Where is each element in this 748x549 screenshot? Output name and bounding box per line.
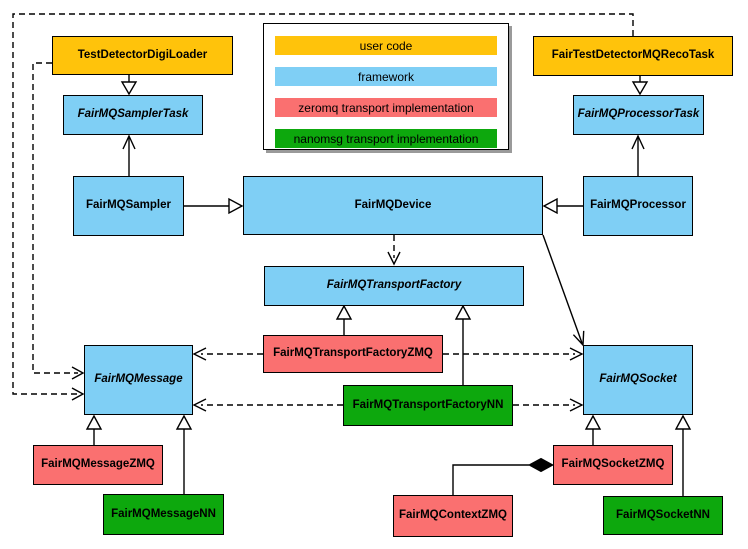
edge-device-transportfactory-dependency: [387, 235, 401, 266]
node-fairmqtransportfactoryzmq: FairMQTransportFactoryZMQ: [263, 335, 443, 373]
node-fairmqmessage: FairMQMessage: [84, 345, 193, 415]
edge-factorynn-socket-dependency: [513, 398, 584, 412]
node-fairmqsocketnn: FairMQSocketNN: [603, 496, 723, 535]
node-fairtestdetectormqrecotask: FairTestDetectorMQRecoTask: [533, 36, 733, 76]
node-fairmqsocket: FairMQSocket: [583, 345, 693, 415]
edge-digiloader-message-dependency: [32, 62, 85, 380]
node-fairmqtransportfactorynn: FairMQTransportFactoryNN: [343, 385, 513, 426]
edge-sampler-device-inheritance: [184, 197, 244, 215]
node-fairmqsampler: FairMQSampler: [73, 176, 184, 236]
edge-messagenn-message-inheritance: [175, 414, 193, 494]
edge-factoryzmq-socket-dependency: [443, 347, 584, 361]
edge-factorynn-transportfactory-inheritance: [454, 304, 472, 385]
node-fairmqprocessor: FairMQProcessor: [583, 176, 693, 236]
node-fairmqmessagezmq: FairMQMessageZMQ: [33, 445, 163, 485]
edge-recotask-processortask-inheritance: [631, 76, 649, 96]
edge-socketnn-socket-inheritance: [674, 414, 692, 496]
legend: user code framework zeromq transport imp…: [263, 23, 509, 150]
node-fairmqtransportfactory: FairMQTransportFactory: [264, 266, 524, 306]
edge-socketzmq-socket-inheritance: [584, 414, 602, 445]
legend-item-nanomsg: nanomsg transport implementation: [275, 129, 497, 148]
edge-processor-device-inheritance: [542, 197, 583, 215]
legend-item-zeromq: zeromq transport implementation: [275, 98, 497, 117]
edge-factorynn-message-dependency: [192, 398, 343, 412]
edge-messagezmq-message-inheritance: [85, 414, 103, 445]
edge-factoryzmq-message-dependency: [192, 347, 263, 361]
edge-recotask-message-dependency: [12, 13, 634, 401]
edge-socketzmq-contextzmq-composition: [452, 457, 555, 495]
node-fairmqsocketzmq: FairMQSocketZMQ: [553, 445, 673, 485]
node-fairmqcontextzmq: FairMQContextZMQ: [393, 495, 513, 537]
edge-factoryzmq-transportfactory-inheritance: [335, 304, 353, 335]
node-testdetectordigiloader: TestDetectorDigiLoader: [52, 36, 233, 75]
legend-item-framework: framework: [275, 67, 497, 86]
node-fairmqmessagenn: FairMQMessageNN: [103, 494, 224, 535]
edge-device-socket-association: [542, 234, 585, 347]
node-fairmqdevice: FairMQDevice: [243, 176, 543, 235]
edge-sampler-samplertask-association: [122, 134, 136, 176]
node-fairmqsamplertask: FairMQSamplerTask: [63, 95, 203, 135]
edge-processor-processortask-association: [631, 134, 645, 176]
edge-digiloader-samplertask-inheritance: [120, 75, 138, 96]
legend-item-user-code: user code: [275, 36, 497, 55]
node-fairmqprocessortask: FairMQProcessorTask: [573, 95, 704, 135]
